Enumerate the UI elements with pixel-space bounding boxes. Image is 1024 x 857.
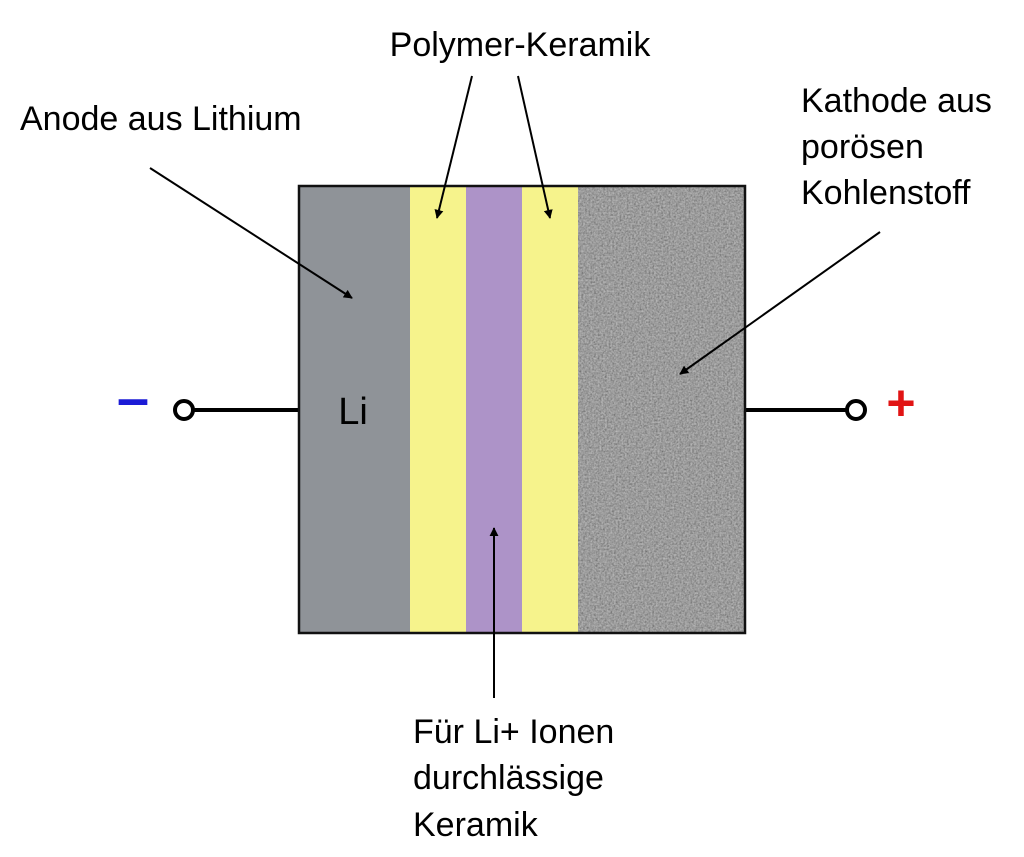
li-label: Li xyxy=(338,391,368,433)
cathode-arrow xyxy=(679,231,881,375)
cathode-label-line2: porösen xyxy=(801,128,924,166)
polymer-ceramic-label: Polymer-Keramik xyxy=(390,26,652,64)
anode-label: Anode aus Lithium xyxy=(20,100,302,138)
polymer-arrow-right xyxy=(517,75,553,219)
negative-terminal xyxy=(173,399,195,421)
cathode-label-line1: Kathode aus xyxy=(801,82,992,120)
polymer-layer-right xyxy=(522,186,578,633)
polymer-layer-left xyxy=(410,186,466,633)
ceramic-label-line3: Keramik xyxy=(413,806,539,844)
ceramic-label-line1: Für Li+ Ionen xyxy=(413,713,614,751)
positive-sign: + xyxy=(886,375,915,431)
cathode-texture xyxy=(578,186,745,633)
polymer-arrow-left xyxy=(434,75,473,219)
anode-layer xyxy=(299,186,410,633)
ceramic-label-line2: durchlässige xyxy=(413,759,604,797)
positive-terminal xyxy=(845,399,867,421)
cell-outline xyxy=(297,184,747,635)
cathode-label-line3: Kohlenstoff xyxy=(801,174,971,212)
anode-arrow xyxy=(149,167,353,299)
negative-sign: – xyxy=(117,366,149,431)
